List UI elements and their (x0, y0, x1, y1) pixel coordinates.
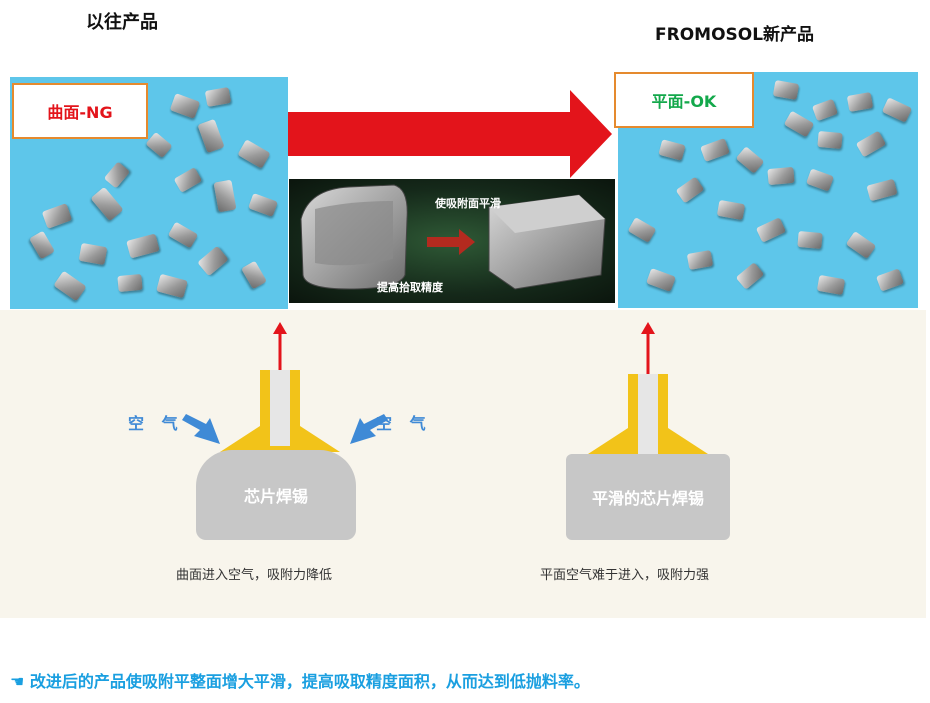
sem-label-smooth: 使吸附面平滑 (435, 197, 501, 210)
curved-nozzle-diagram (182, 322, 388, 452)
sem-label-precision: 提高拾取精度 (377, 281, 443, 294)
curved-ng-label: 曲面-NG (12, 83, 148, 139)
air-label-right: 空 气 (376, 414, 432, 433)
comparison-panel (0, 310, 926, 618)
flat-caption: 平面空气难于进入，吸附力强 (540, 568, 710, 583)
old-product-title: 以往产品 (86, 12, 158, 33)
pointing-hand-icon: ☚ (10, 672, 25, 691)
summary-sentence: 改进后的产品使吸附平整面增大平滑，提高吸取精度面积，从而达到低抛料率。 (29, 672, 590, 691)
summary-text: ☚ 改进后的产品使吸附平整面增大平滑，提高吸取精度面积，从而达到低抛料率。 (10, 668, 590, 692)
red-arrow-icon (288, 90, 612, 178)
air-label-left: 空 气 (128, 414, 184, 433)
chip-sem-illustration (300, 184, 606, 290)
sem-comparison-image: 使吸附面平滑 提高拾取精度 (289, 179, 615, 303)
flat-solder-pad: 平滑的芯片焊锡 (566, 454, 730, 540)
flat-ok-label: 平面-OK (614, 72, 754, 128)
flat-nozzle-diagram (588, 322, 708, 454)
curved-solder-pad: 芯片焊锡 (196, 450, 356, 540)
curved-caption: 曲面进入空气，吸附力降低 (176, 568, 333, 583)
new-product-title: FROMOSOL新产品 (655, 25, 815, 45)
